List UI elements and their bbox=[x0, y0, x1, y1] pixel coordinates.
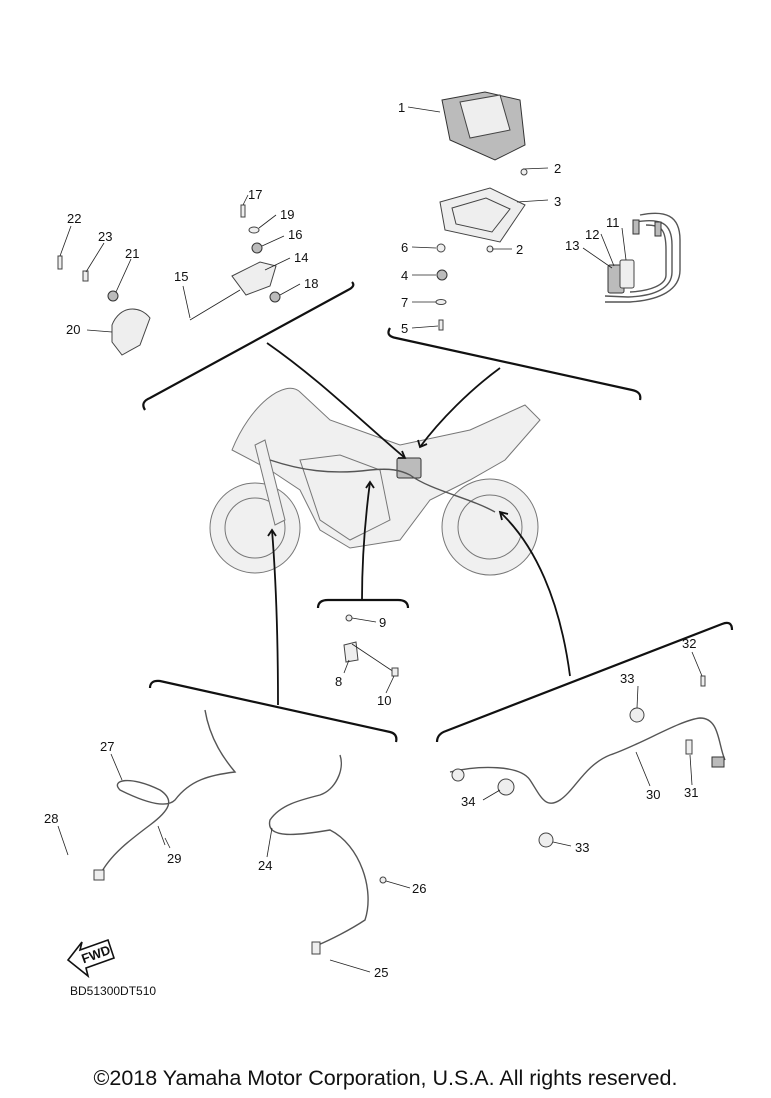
mid-sensor-group bbox=[343, 614, 399, 677]
callout-19: 19 bbox=[280, 207, 294, 222]
group-bracket-lower-left bbox=[148, 679, 398, 743]
front-wheel-sensor-leads bbox=[93, 709, 387, 955]
callout-numbers: 1 2 3 2 6 4 7 5 11 12 13 17 19 16 14 18 … bbox=[44, 100, 698, 980]
callout-34: 34 bbox=[461, 794, 475, 809]
diagram-code: BD51300DT510 bbox=[70, 984, 157, 998]
callout-5: 5 bbox=[401, 321, 408, 336]
callout-2: 2 bbox=[516, 242, 523, 257]
callout-26: 26 bbox=[412, 881, 426, 896]
callout-25: 25 bbox=[374, 965, 388, 980]
callout-32: 32 bbox=[682, 636, 696, 651]
group-bracket-lower-right bbox=[435, 621, 734, 743]
callout-33: 33 bbox=[575, 840, 589, 855]
callout-14: 14 bbox=[294, 250, 308, 265]
callout-18: 18 bbox=[304, 276, 318, 291]
copyright-notice: ©2018 Yamaha Motor Corporation, U.S.A. A… bbox=[93, 1066, 678, 1090]
group-bracket-middle bbox=[316, 598, 410, 609]
sensor-bracket-group bbox=[57, 204, 281, 356]
callout-21: 21 bbox=[125, 246, 139, 261]
callout-29: 29 bbox=[167, 851, 181, 866]
pointer-arrows bbox=[266, 342, 571, 706]
callout-9: 9 bbox=[379, 615, 386, 630]
callout-10: 10 bbox=[377, 693, 391, 708]
callout-2: 2 bbox=[554, 161, 561, 176]
callout-7: 7 bbox=[401, 295, 408, 310]
callout-13: 13 bbox=[565, 238, 579, 253]
callout-23: 23 bbox=[98, 229, 112, 244]
abs-hydraulic-unit-group bbox=[435, 91, 528, 331]
callout-24: 24 bbox=[258, 858, 272, 873]
callout-8: 8 bbox=[335, 674, 342, 689]
callout-20: 20 bbox=[66, 322, 80, 337]
fwd-arrow-icon: FWD bbox=[66, 938, 116, 979]
rear-wheel-sensor-leads bbox=[449, 675, 726, 848]
callout-16: 16 bbox=[288, 227, 302, 242]
callout-28: 28 bbox=[44, 811, 58, 826]
group-bracket-upper-right bbox=[387, 327, 642, 401]
callout-6: 6 bbox=[401, 240, 408, 255]
callout-31: 31 bbox=[684, 785, 698, 800]
callout-30: 30 bbox=[646, 787, 660, 802]
group-bracket-upper-left bbox=[142, 281, 355, 411]
callout-4: 4 bbox=[401, 268, 408, 283]
callout-33: 33 bbox=[620, 671, 634, 686]
callout-17: 17 bbox=[248, 187, 262, 202]
leader-lines bbox=[57, 106, 703, 973]
brake-pipe-assembly bbox=[604, 212, 681, 303]
callout-15: 15 bbox=[174, 269, 188, 284]
callout-12: 12 bbox=[585, 227, 599, 242]
callout-1: 1 bbox=[398, 100, 405, 115]
callout-3: 3 bbox=[554, 194, 561, 209]
callout-27: 27 bbox=[100, 739, 114, 754]
motorcycle-illustration bbox=[209, 387, 541, 576]
callout-11: 11 bbox=[606, 215, 620, 230]
callout-22: 22 bbox=[67, 211, 81, 226]
